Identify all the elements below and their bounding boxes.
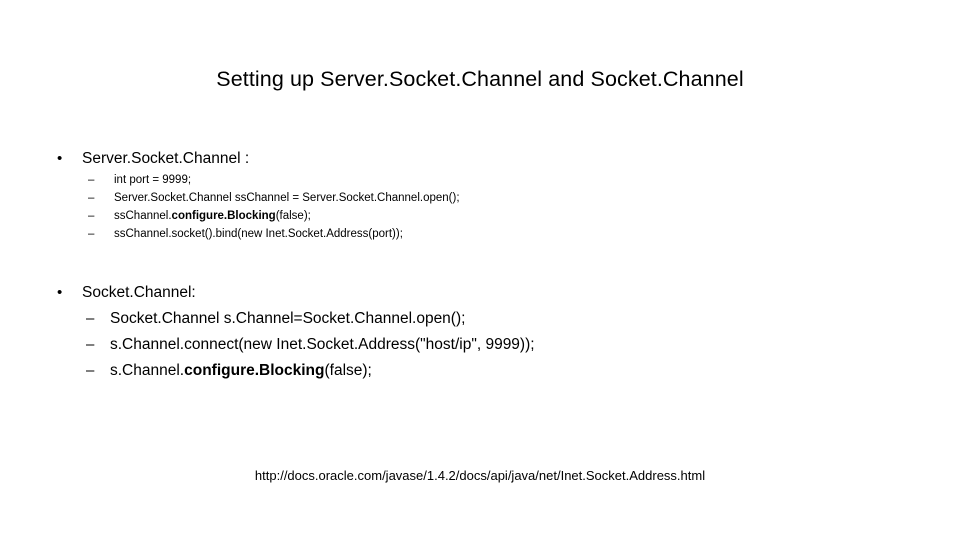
list-item: – s.Channel.configure.Blocking(false); <box>0 362 960 380</box>
list-item: – int port = 9999; <box>0 174 960 186</box>
slide-body: • Server.Socket.Channel : – int port = 9… <box>0 150 960 380</box>
code-segment: (false); <box>275 210 311 222</box>
dash-icon: – <box>86 362 95 379</box>
bullet-heading-server-socket-channel: • Server.Socket.Channel : <box>0 150 960 168</box>
code-segment-emphasis: configure.Blocking <box>171 210 276 222</box>
list-item: – ssChannel.configure.Blocking(false); <box>0 210 960 222</box>
list-item: – ssChannel.socket().bind(new Inet.Socke… <box>0 228 960 240</box>
bullet-heading-socket-channel: • Socket.Channel: <box>0 284 960 302</box>
dash-icon: – <box>88 228 95 240</box>
dash-icon: – <box>86 310 95 327</box>
bullet-group-server-socket-channel: • Server.Socket.Channel : – int port = 9… <box>0 150 960 240</box>
page-title: Setting up Server.Socket.Channel and Soc… <box>216 67 744 92</box>
bullet-dot-icon: • <box>57 150 63 167</box>
dash-icon: – <box>88 192 95 204</box>
dash-icon: – <box>88 210 95 222</box>
reference-url[interactable]: http://docs.oracle.com/javase/1.4.2/docs… <box>254 468 706 483</box>
list-item: – Server.Socket.Channel ssChannel = Serv… <box>0 192 960 204</box>
code-segment: Server.Socket.Channel ssChannel = Server… <box>114 192 460 204</box>
code-segment: int port = 9999; <box>114 174 192 186</box>
code-segment: s.Channel. <box>110 362 185 379</box>
code-line-int-port: int port = 9999; <box>114 174 191 186</box>
code-segment: s.Channel.connect(new Inet.Socket.Addres… <box>110 336 535 353</box>
code-segment: ssChannel. <box>114 210 172 222</box>
code-line-ss-socket-bind: ssChannel.socket().bind(new Inet.Socket.… <box>114 228 403 240</box>
list-item: – s.Channel.connect(new Inet.Socket.Addr… <box>0 336 960 354</box>
code-line-open-server-channel: Server.Socket.Channel ssChannel = Server… <box>114 192 460 204</box>
code-segment: Socket.Channel s.Channel=Socket.Channel.… <box>110 310 466 327</box>
code-line-s-configure-blocking: s.Channel.configure.Blocking(false); <box>110 362 372 380</box>
dash-icon: – <box>86 336 95 353</box>
code-segment: (false); <box>324 362 372 379</box>
code-line-ss-configure-blocking: ssChannel.configure.Blocking(false); <box>114 210 311 222</box>
code-line-socket-connect: s.Channel.connect(new Inet.Socket.Addres… <box>110 336 535 354</box>
bullet-group-socket-channel: • Socket.Channel: – Socket.Channel s.Cha… <box>0 284 960 380</box>
bullet-heading-label: Socket.Channel: <box>82 284 196 301</box>
bullet-heading-label: Server.Socket.Channel : <box>82 150 250 167</box>
list-item: – Socket.Channel s.Channel=Socket.Channe… <box>0 310 960 328</box>
code-line-open-socket-channel: Socket.Channel s.Channel=Socket.Channel.… <box>110 310 465 328</box>
code-segment-emphasis: configure.Blocking <box>184 362 325 379</box>
dash-icon: – <box>88 174 95 186</box>
code-segment: ssChannel.socket().bind(new Inet.Socket.… <box>114 228 403 240</box>
bullet-dot-icon: • <box>57 284 63 301</box>
